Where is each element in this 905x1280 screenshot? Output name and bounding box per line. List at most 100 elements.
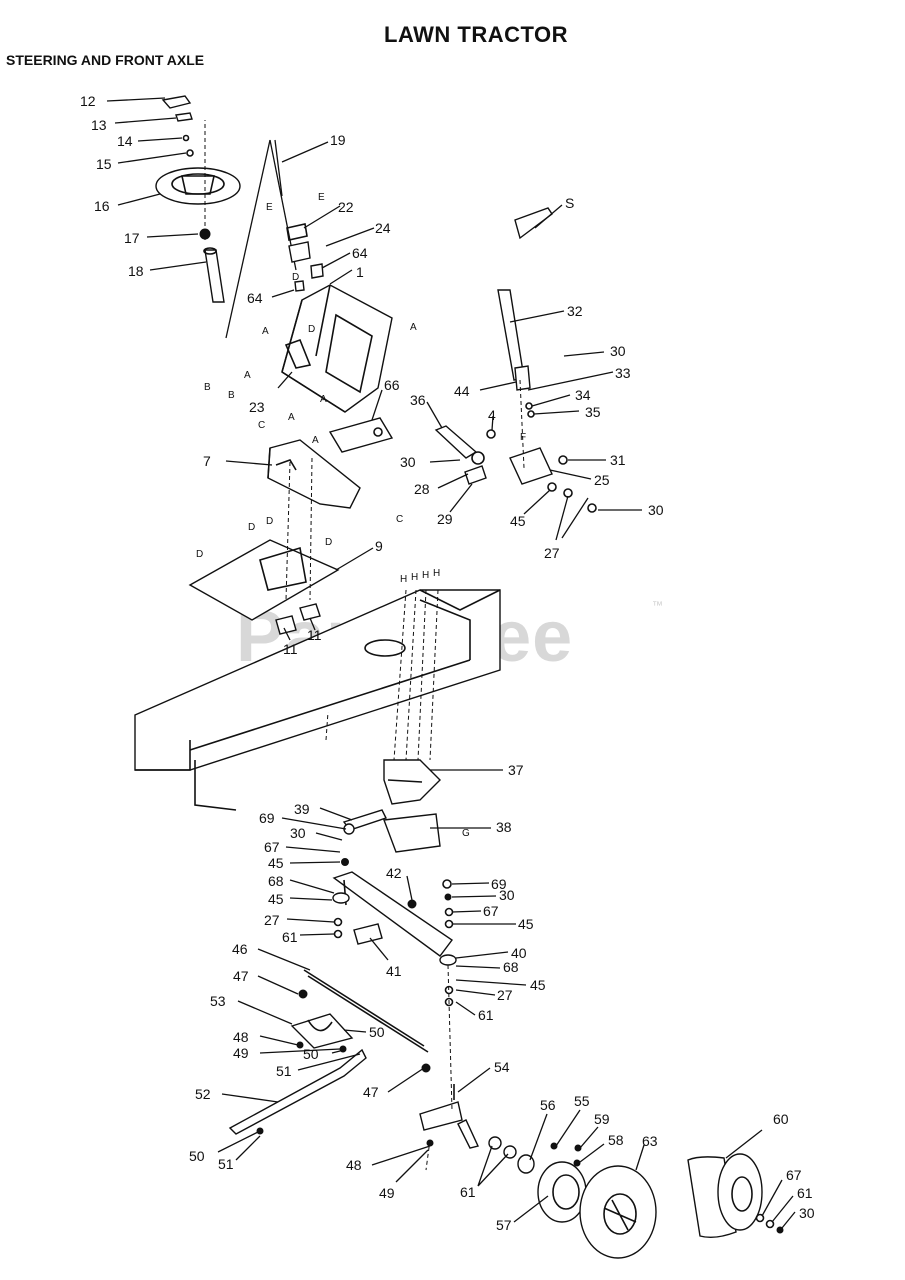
callout-53: 53 [210,993,226,1009]
ref-letter-C: C [396,514,403,525]
callout-37: 37 [508,762,524,778]
callout-4: 4 [488,407,496,423]
callout-64-top: 64 [352,245,368,261]
ref-letter-H: H [422,570,429,581]
ref-letter-D: D [266,516,273,527]
ref-letter-A: A [410,322,417,333]
callout-S: S [565,195,574,211]
ref-letter-A: A [262,326,269,337]
callout-11-b: 11 [307,627,322,643]
callout-67-b: 67 [483,903,499,919]
ref-letter-E: E [266,202,273,213]
clip [299,603,321,621]
ref-letter-G: G [462,828,470,839]
callout-47-a: 47 [233,968,249,984]
tie-rod-spindles [228,969,479,1149]
clip [275,615,297,635]
callout-23: 23 [249,399,265,415]
callout-40: 40 [511,945,527,961]
support-bracket [328,417,394,453]
callout-18: 18 [128,263,144,279]
ref-letter-A: A [312,435,319,446]
ref-letter-A: A [320,394,327,405]
callout-61-a: 61 [282,929,298,945]
ref-letter-A: A [244,370,251,381]
callout-29: 29 [437,511,453,527]
callout-58: 58 [608,1132,624,1148]
callout-57: 57 [496,1217,512,1233]
steering-shaft-linkage [434,207,597,513]
callout-46: 46 [232,941,248,957]
callout-14: 14 [117,133,133,149]
callout-27-b: 27 [264,912,280,928]
callout-45-d: 45 [518,916,534,932]
callout-13: 13 [91,117,107,133]
callout-19: 19 [330,132,346,148]
callout-47-b: 47 [363,1084,379,1100]
callout-50-c: 50 [189,1148,205,1164]
callout-45-a: 45 [510,513,526,529]
callout-leaders [106,97,796,1229]
callout-30-e: 30 [499,887,515,903]
ref-letter-D: D [292,272,299,283]
ref-letter-H: H [411,572,418,583]
floor-plate [188,539,340,621]
callout-69-a: 69 [259,810,275,826]
ref-letter-E: E [318,192,325,203]
callout-64: 64 [247,290,263,306]
callout-31: 31 [610,452,626,468]
callout-30-c: 30 [648,502,664,518]
callout-45-b: 45 [268,855,284,871]
callout-56: 56 [540,1097,556,1113]
steering-wheel-assembly [155,95,241,303]
callout-60: 60 [773,1111,789,1127]
callout-30-f: 30 [799,1205,815,1221]
callout-63: 63 [642,1133,658,1149]
assembly-guide-lines [204,120,525,1171]
callout-27-c: 27 [497,987,513,1003]
page-title: LAWN TRACTOR [384,22,569,47]
callout-61-b: 61 [478,1007,494,1023]
callout-49-a: 49 [233,1045,249,1061]
callout-66: 66 [384,377,400,393]
callout-68-a: 68 [268,873,284,889]
callout-30-b: 30 [400,454,416,470]
callout-labels: 12 13 14 15 16 17 18 19 22 24 64 1 64 23… [80,93,815,1233]
callout-45-e: 45 [530,977,546,993]
callout-25: 25 [594,472,610,488]
callout-50-a: 50 [369,1024,385,1040]
callout-52: 52 [195,1086,211,1102]
callout-49-b: 49 [379,1185,395,1201]
callout-45-c: 45 [268,891,284,907]
ref-letter-C: C [258,420,265,431]
callout-50-b: 50 [303,1046,319,1062]
ref-letter-B: B [204,382,211,393]
callout-36: 36 [410,392,426,408]
ref-letter-D: D [325,537,332,548]
ref-letter-D: D [196,549,203,560]
callout-51-b: 51 [218,1156,234,1172]
callout-28: 28 [414,481,430,497]
callout-39: 39 [294,801,310,817]
callout-69-b: 69 [491,876,507,892]
ref-letter-D: D [248,522,255,533]
callout-38: 38 [496,819,512,835]
callout-30-d: 30 [290,825,306,841]
callout-27-a: 27 [544,545,560,561]
watermark-trademark: ™ [652,600,663,612]
ref-letter-B: B [228,390,235,401]
axle-support-brackets [342,759,441,853]
dash-housing [281,284,393,413]
reference-letters: E E A A A B B A A C A C D D D D D D F G … [196,192,526,839]
front-axle [332,858,457,1007]
steering-console-plate [267,439,361,509]
callout-44: 44 [454,383,470,399]
callout-12: 12 [80,93,96,109]
callout-59: 59 [594,1111,610,1127]
callout-9: 9 [375,538,383,554]
callout-33: 33 [615,365,631,381]
callout-67-c: 67 [786,1167,802,1183]
callout-11-a: 11 [283,641,298,657]
